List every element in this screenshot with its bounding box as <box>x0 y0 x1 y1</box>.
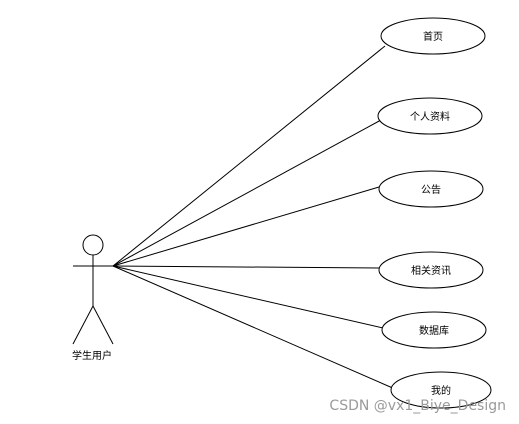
association-lines <box>112 45 396 390</box>
use-case-label: 个人资料 <box>410 110 450 123</box>
association-line-notice <box>112 186 380 267</box>
use-case-label: 我的 <box>431 384 451 397</box>
use-case-news: 相关资讯 <box>378 251 484 289</box>
use-case-notice: 公告 <box>378 170 484 208</box>
stick-figure-actor-icon <box>72 234 114 345</box>
use-case-mine: 我的 <box>390 371 492 409</box>
use-case-label: 公告 <box>421 183 441 196</box>
use-case-label: 首页 <box>423 30 443 43</box>
use-case-home: 首页 <box>380 17 486 55</box>
use-case-label: 数据库 <box>419 324 449 337</box>
actor-label: 学生用户 <box>72 349 112 362</box>
association-line-mine <box>112 265 396 390</box>
use-case-profile: 个人资料 <box>377 97 483 135</box>
association-line-news <box>112 265 380 269</box>
association-line-database <box>112 265 384 329</box>
association-line-profile <box>112 119 382 267</box>
association-line-home <box>112 45 386 267</box>
use-case-database: 数据库 <box>381 311 487 349</box>
actor: 学生用户 <box>72 234 114 362</box>
watermark: CSDN @vx1_Biye_Design <box>329 398 506 414</box>
use-case-label: 相关资讯 <box>411 264 451 277</box>
